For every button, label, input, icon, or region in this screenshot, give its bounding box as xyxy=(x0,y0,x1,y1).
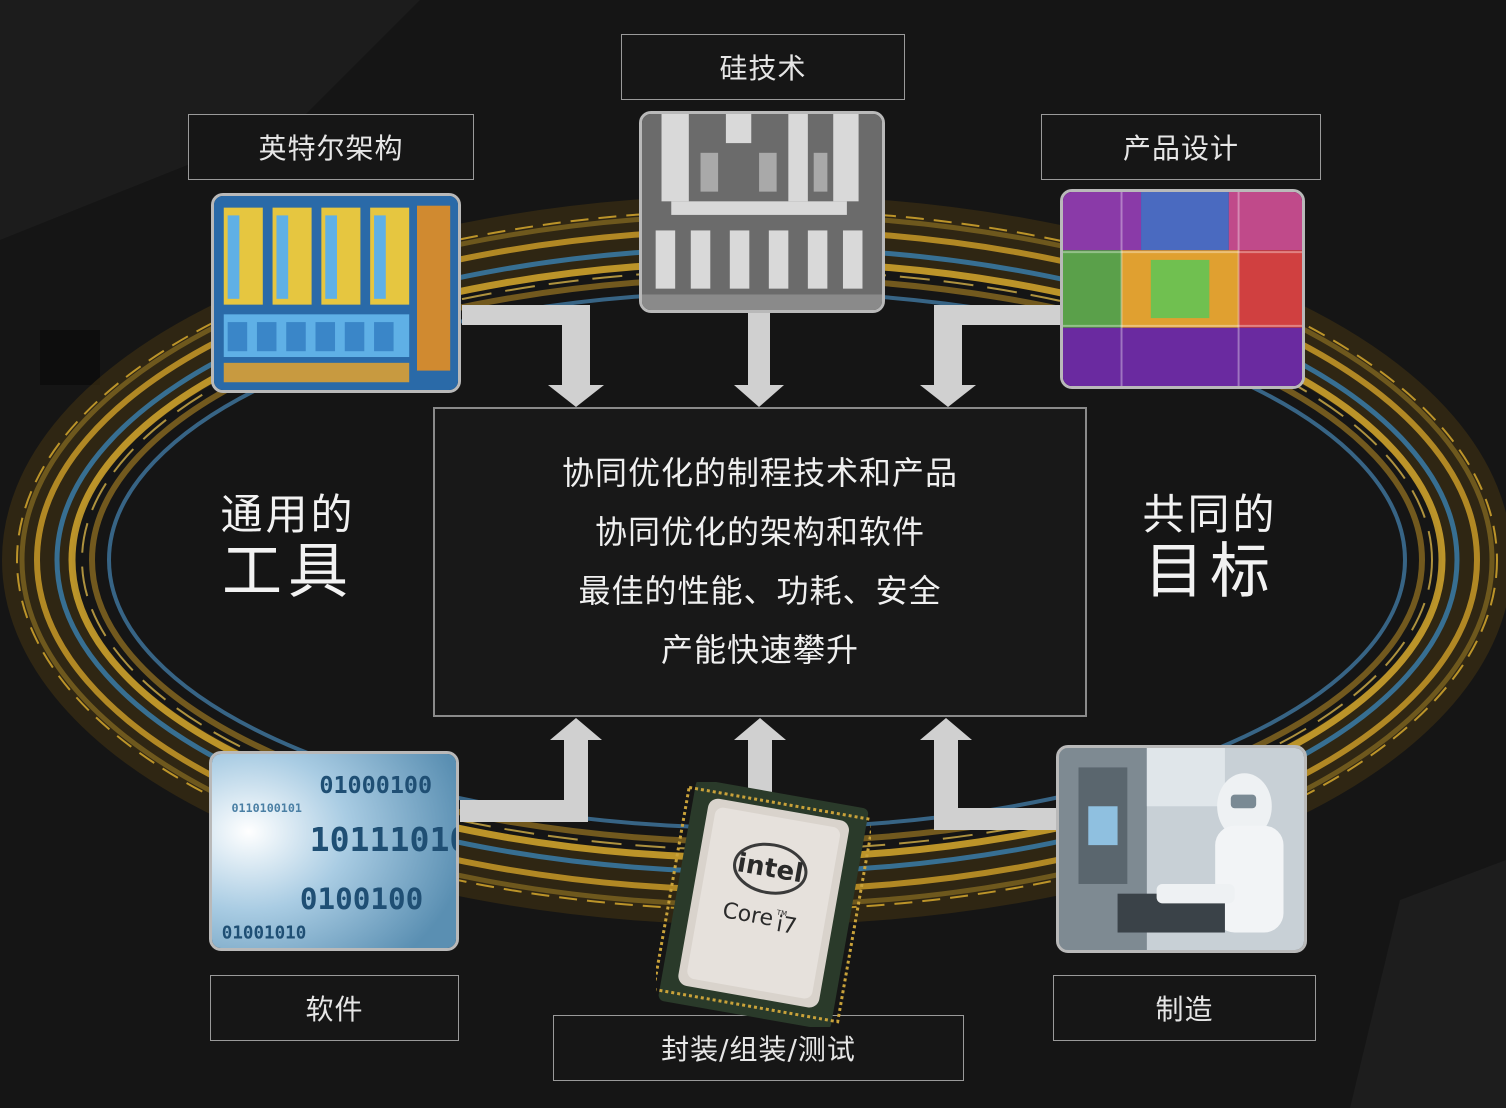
core-i7-chip-image: intel Core TM i7 xyxy=(651,779,876,1030)
arrow-design-to-center xyxy=(920,305,1062,407)
arrow-software-to-center xyxy=(460,718,602,822)
arrow-architecture-to-center xyxy=(462,305,604,407)
arrow-packaging-to-center xyxy=(734,718,786,800)
left-caption: 通用的 工具 xyxy=(208,490,368,604)
right-caption: 共同的 目标 xyxy=(1130,490,1290,604)
label-software: 软件 xyxy=(210,975,459,1041)
label-product-design: 产品设计 xyxy=(1041,114,1321,180)
label-architecture: 英特尔架构 xyxy=(188,114,474,180)
chip-tm-text: TM xyxy=(775,908,788,918)
svg-text:0100100: 0100100 xyxy=(300,882,423,916)
right-caption-line2: 目标 xyxy=(1144,537,1276,607)
left-caption-line1: 通用的 xyxy=(220,490,356,539)
svg-text:0110100101: 0110100101 xyxy=(232,801,302,815)
silicon-transistor-image xyxy=(639,111,885,313)
svg-text:01001010: 01001010 xyxy=(222,923,307,943)
left-caption-line2: 工具 xyxy=(222,537,354,607)
software-binary-image: 01000100 10111010 0100100 01001010 01101… xyxy=(209,751,459,951)
architecture-die-image xyxy=(211,193,461,393)
center-goals-box: 协同优化的制程技术和产品 协同优化的架构和软件 最佳的性能、功耗、安全 产能快速… xyxy=(433,407,1087,717)
arrow-silicon-to-center xyxy=(734,312,784,407)
center-line-1: 协同优化的制程技术和产品 xyxy=(561,454,958,492)
product-design-image xyxy=(1060,189,1305,389)
center-line-2: 协同优化的架构和软件 xyxy=(594,513,925,551)
chip-suffix-text: i7 xyxy=(774,912,798,940)
center-line-4: 产能快速攀升 xyxy=(660,631,859,669)
svg-text:10111010: 10111010 xyxy=(310,820,456,859)
right-caption-line1: 共同的 xyxy=(1142,490,1278,539)
label-packaging: 封装/组装/测试 xyxy=(553,1015,964,1081)
svg-text:01000100: 01000100 xyxy=(319,771,432,799)
label-manufacturing: 制造 xyxy=(1053,975,1316,1041)
label-silicon: 硅技术 xyxy=(621,34,905,100)
center-line-3: 最佳的性能、功耗、安全 xyxy=(578,572,942,610)
manufacturing-cleanroom-image xyxy=(1056,745,1307,953)
arrow-manufacturing-to-center xyxy=(920,718,1058,830)
